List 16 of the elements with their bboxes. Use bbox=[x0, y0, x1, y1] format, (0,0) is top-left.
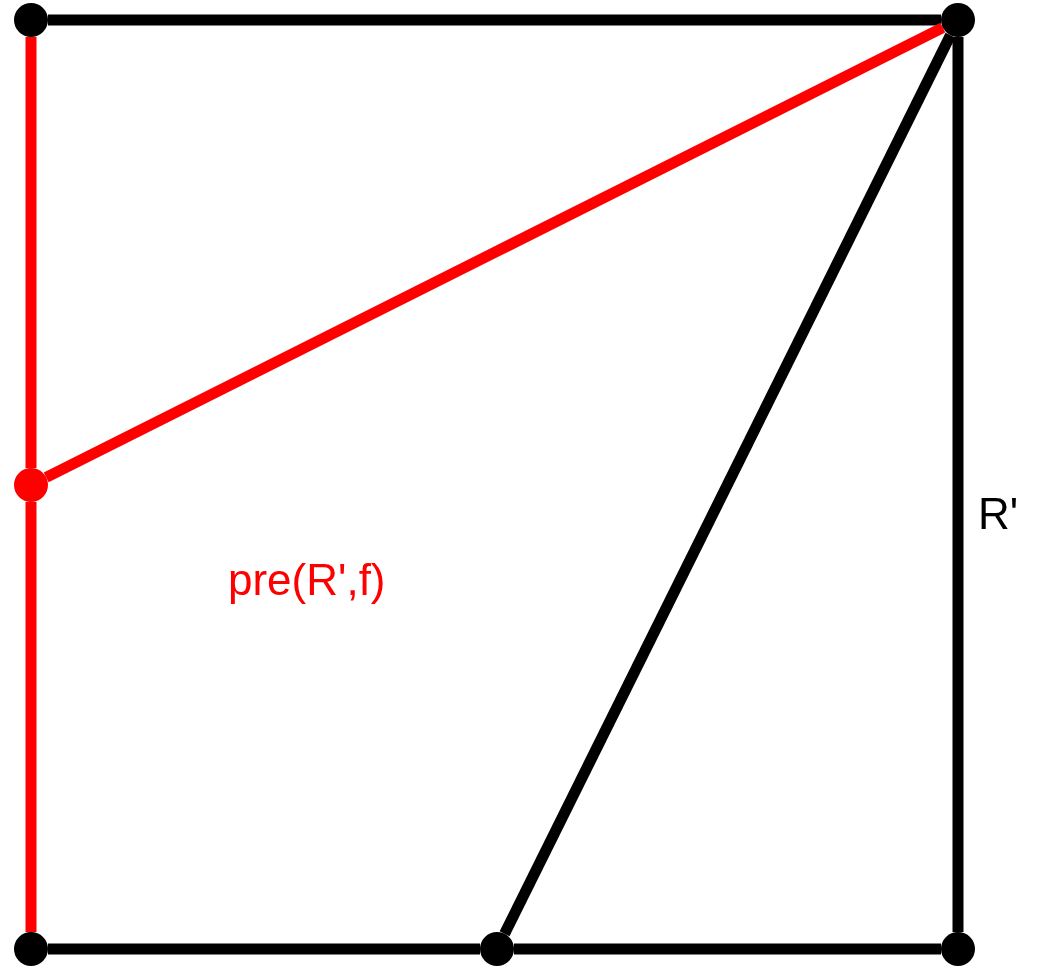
vertex-point bbox=[14, 932, 48, 966]
line-segment bbox=[25, 37, 37, 468]
region-label: pre(R',f) bbox=[228, 558, 386, 602]
vertex-point bbox=[941, 932, 975, 966]
line-segment bbox=[514, 943, 941, 955]
line-segment bbox=[25, 502, 37, 932]
vertex-point bbox=[14, 468, 48, 502]
vertex-point bbox=[941, 3, 975, 37]
line-segment bbox=[48, 14, 941, 26]
line-segment bbox=[952, 37, 964, 932]
line-segment bbox=[43, 22, 946, 483]
vertex-point bbox=[480, 932, 514, 966]
vertex-point bbox=[14, 3, 48, 37]
line-segment bbox=[499, 32, 956, 937]
region-label: R' bbox=[978, 492, 1019, 536]
line-segment bbox=[48, 943, 480, 955]
